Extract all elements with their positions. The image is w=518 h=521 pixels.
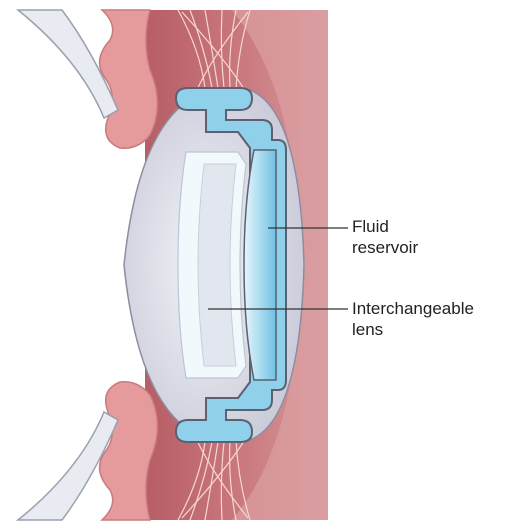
fluid-reservoir-label: Fluid reservoir: [352, 216, 418, 258]
interchangeable-lens: [178, 152, 246, 378]
interchangeable-lens-label: Interchangeable lens: [352, 298, 474, 340]
reservoir-chamber: [244, 150, 276, 380]
lens-inner-face: [198, 164, 236, 366]
